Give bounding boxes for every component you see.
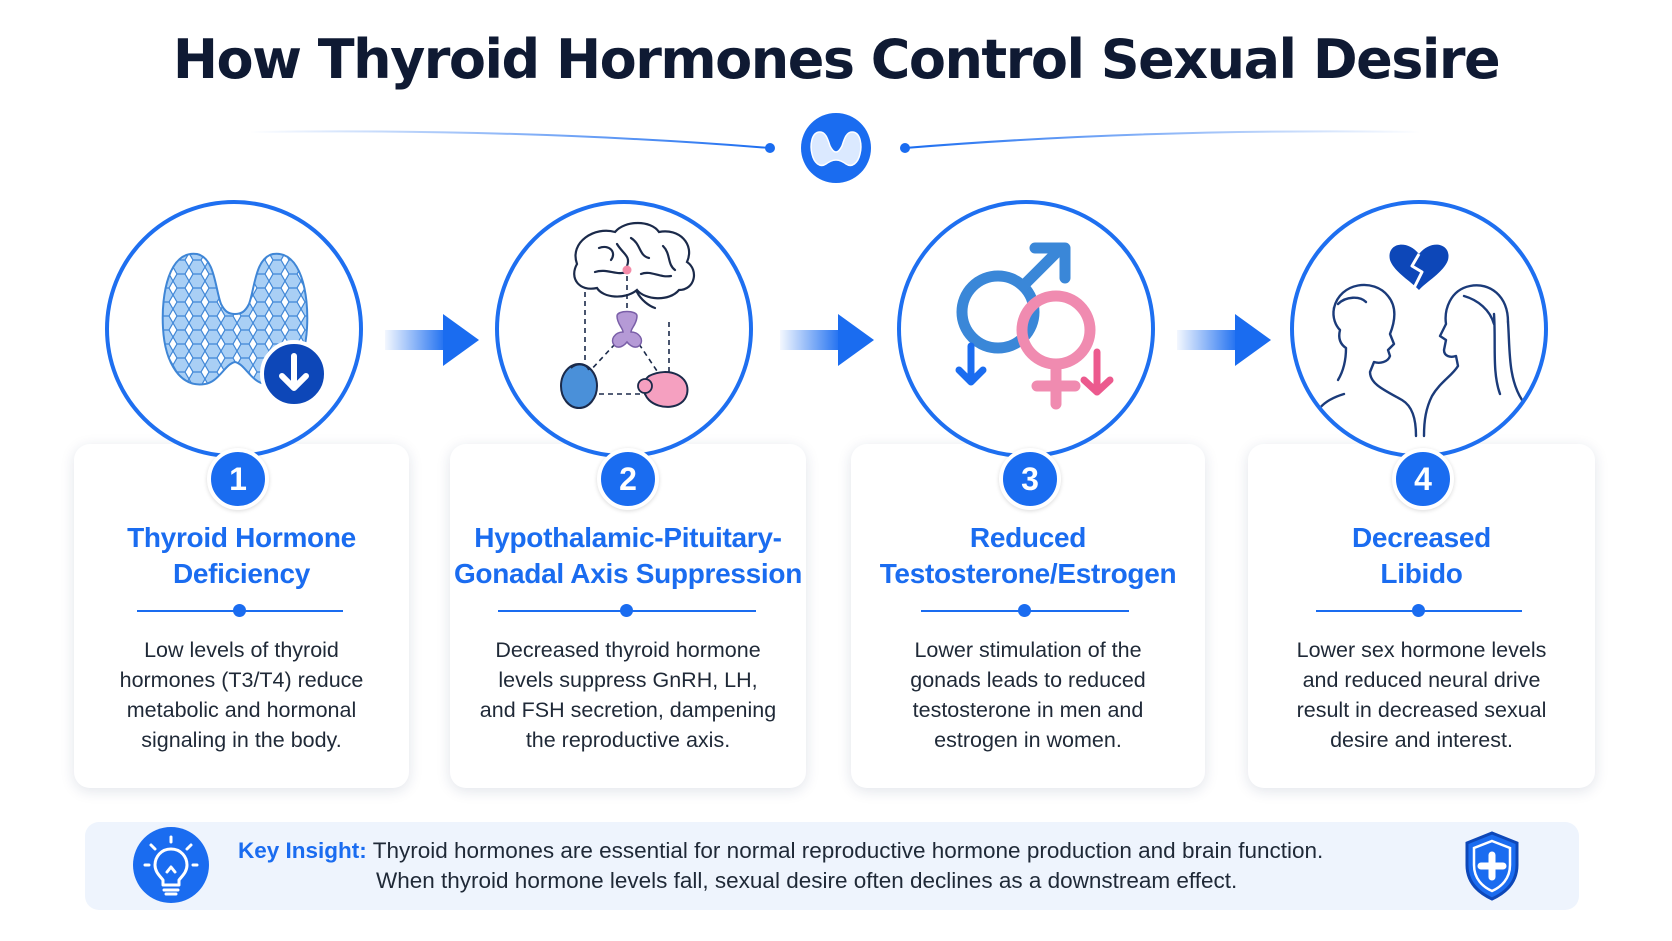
step-2-illustration — [495, 200, 753, 458]
step-4-illustration — [1290, 200, 1548, 458]
step-3-number-badge: 3 — [999, 448, 1061, 510]
key-insight-text: Key Insight:Thyroid hormones are essenti… — [238, 836, 1323, 896]
flow-arrow-2-icon — [780, 314, 874, 366]
step-2-divider — [498, 604, 756, 617]
lightbulb-icon — [133, 827, 209, 903]
thyroid-gland-down-arrow-icon — [161, 252, 328, 408]
step-2-title: Hypothalamic-Pituitary-Gonadal Axis Supp… — [453, 522, 803, 589]
step-3-illustration — [897, 200, 1155, 458]
male-female-symbols-down-icon — [955, 242, 1114, 410]
step-4-number-badge: 4 — [1392, 448, 1454, 510]
brain-pituitary-gonads-icon — [560, 221, 696, 409]
step-1-number-badge: 1 — [207, 448, 269, 510]
key-insight-line-1: Thyroid hormones are essential for norma… — [372, 838, 1324, 863]
step-2-number-badge: 2 — [597, 448, 659, 510]
key-insight-banner — [85, 822, 1579, 910]
header-divider — [249, 113, 1421, 183]
flow-arrow-3-icon — [1177, 314, 1271, 366]
thyroid-badge-icon — [801, 113, 871, 183]
step-1-illustration — [105, 200, 363, 458]
step-3-divider — [921, 604, 1129, 617]
key-insight-label: Key Insight: — [238, 838, 367, 863]
page-title: How Thyroid Hormones Control Sexual Desi… — [172, 28, 1501, 91]
flow-arrow-1-icon — [385, 314, 479, 366]
step-1-divider — [137, 604, 343, 617]
couple-broken-heart-icon — [1308, 244, 1524, 438]
shield-plus-icon — [1465, 831, 1519, 901]
step-4-divider — [1316, 604, 1522, 617]
key-insight-line-2: When thyroid hormone levels fall, sexual… — [376, 868, 1238, 893]
